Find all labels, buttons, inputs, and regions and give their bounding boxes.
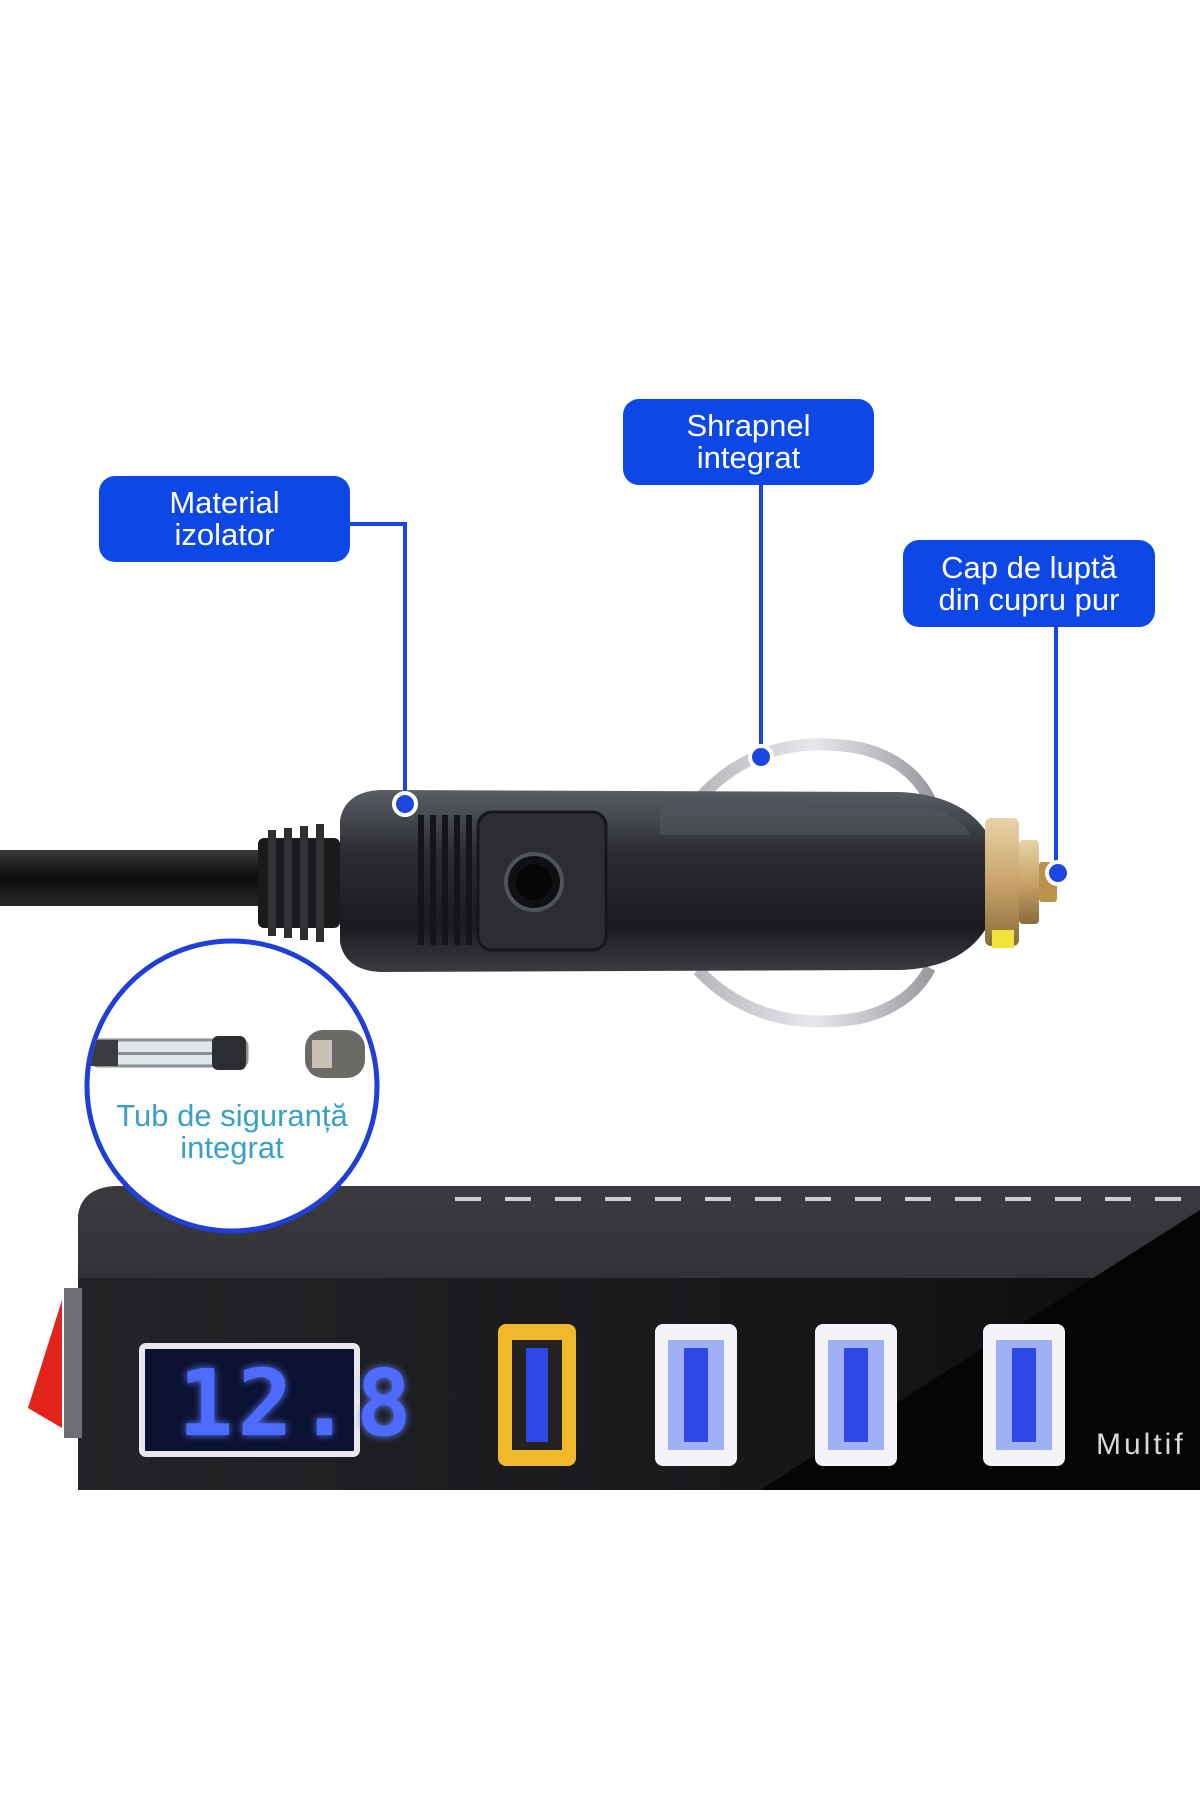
- leader-dots: [392, 744, 1071, 886]
- strain-relief: [258, 824, 340, 942]
- cigarette-plug-icon: [340, 790, 1057, 972]
- callout-text: Cap de luptă: [941, 549, 1117, 585]
- voltmeter-reading: 12.8: [178, 1350, 416, 1457]
- leader-lines: [350, 485, 1058, 870]
- callout-cap-cupru: Cap de luptă din cupru pur: [903, 540, 1155, 627]
- rocker-switch-icon: [28, 1288, 82, 1438]
- callout-text: Material: [169, 485, 280, 520]
- callout-shrapnel-integrat: Shrapnel integrat: [623, 399, 874, 485]
- usb-port-icon: [498, 1324, 1065, 1466]
- callout-text: integrat: [696, 440, 801, 475]
- callout-text: din cupru pur: [938, 581, 1120, 617]
- fuse-inset: [84, 938, 380, 1234]
- shrapnel-ring: [693, 738, 936, 1028]
- voltmeter-frame: [139, 1343, 360, 1457]
- fuse-label-line: Tub de siguranță: [116, 1098, 348, 1133]
- callout-text: izolator: [174, 517, 275, 552]
- callout-text: Shrapnel: [686, 408, 811, 443]
- fuse-label-line: integrat: [180, 1130, 284, 1165]
- device-brand-text: Multif: [1096, 1428, 1186, 1461]
- fuse-tube-icon: [90, 1030, 365, 1078]
- power-cable: [0, 850, 270, 906]
- callout-material-izolator: Material izolator: [99, 476, 350, 562]
- fuse-label: Tub de siguranță integrat: [92, 1100, 372, 1164]
